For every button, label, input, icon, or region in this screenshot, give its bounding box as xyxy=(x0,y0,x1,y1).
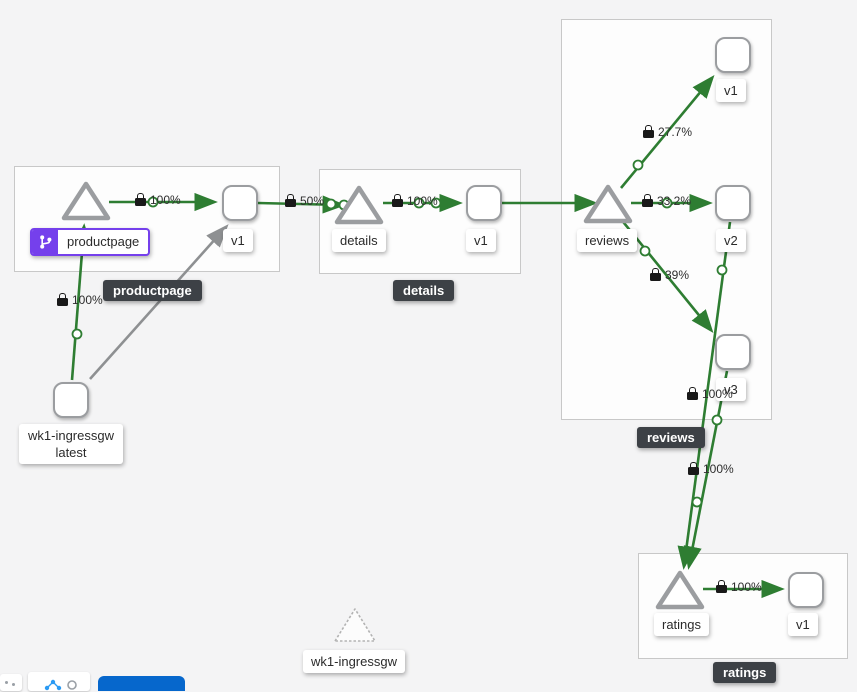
node-label-details[interactable]: details xyxy=(332,229,386,252)
traffic-point-circles xyxy=(71,159,728,508)
group-badge-productpage[interactable]: productpage xyxy=(103,280,202,301)
service-triangles xyxy=(61,181,705,642)
workload-version: latest xyxy=(55,445,87,460)
node-ingress-workload[interactable] xyxy=(53,382,89,418)
node-reviews-v3[interactable] xyxy=(715,334,751,370)
zoom-control-button[interactable] xyxy=(0,674,22,691)
group-badge-details[interactable]: details xyxy=(393,280,455,301)
graph-control-button[interactable] xyxy=(28,672,90,691)
edge-label: 100% xyxy=(57,293,103,307)
node-label-details-v1[interactable]: v1 xyxy=(466,229,496,252)
group-badge-reviews[interactable]: reviews xyxy=(637,427,705,448)
node-label-reviews-v1[interactable]: v1 xyxy=(716,79,746,102)
edge-label: 27.7% xyxy=(643,125,692,139)
lock-icon xyxy=(642,194,653,207)
edge-ingress-to-productpage-v1[interactable] xyxy=(89,224,229,380)
circle-icon xyxy=(67,680,77,690)
node-label-reviews-v2[interactable]: v2 xyxy=(716,229,746,252)
node-details-v1[interactable] xyxy=(466,185,502,221)
virtual-service-icon xyxy=(32,230,58,254)
node-label-ratings[interactable]: ratings xyxy=(654,613,710,636)
edge-label: 100% xyxy=(716,580,762,594)
lock-icon xyxy=(135,193,146,206)
lock-icon xyxy=(716,580,727,593)
node-label-idle-ingress[interactable]: wk1-ingressgw xyxy=(303,650,405,673)
edge-label: 50% xyxy=(285,194,324,208)
node-label-productpage-v1[interactable]: v1 xyxy=(223,229,253,252)
node-label-reviews[interactable]: reviews xyxy=(577,229,638,252)
lock-icon xyxy=(643,125,654,138)
edge-reviews-v3-to-ratings[interactable] xyxy=(683,370,729,570)
group-badge-ratings[interactable]: ratings xyxy=(713,662,777,683)
node-label-text: productpage xyxy=(67,234,140,249)
node-label-reviews-v3[interactable]: v3 xyxy=(716,378,746,401)
lock-icon xyxy=(285,194,296,207)
node-productpage-v1[interactable] xyxy=(222,185,258,221)
node-ratings-v1[interactable] xyxy=(788,572,824,608)
edge-label: 100% xyxy=(687,387,733,401)
lock-icon xyxy=(392,194,403,207)
graph-icon xyxy=(44,679,62,691)
lock-icon xyxy=(57,293,68,306)
lock-icon xyxy=(650,268,661,281)
node-details-service[interactable] xyxy=(334,185,384,225)
node-label-productpage[interactable]: productpage xyxy=(30,228,151,256)
lock-icon xyxy=(687,387,698,400)
node-reviews-v2[interactable] xyxy=(715,185,751,221)
lock-icon xyxy=(688,462,699,475)
edge-label: 39% xyxy=(650,268,689,282)
edge-label: 100% xyxy=(135,193,181,207)
node-label-ingress-workload[interactable]: wk1-ingressgw latest xyxy=(19,424,123,464)
node-label-ratings-v1[interactable]: v1 xyxy=(788,613,818,636)
edge-label: 33.2% xyxy=(642,194,691,208)
node-ratings-service[interactable] xyxy=(655,570,705,610)
node-reviews-service[interactable] xyxy=(583,184,633,224)
node-idle-ingress-service[interactable] xyxy=(334,608,376,642)
node-reviews-v1[interactable] xyxy=(715,37,751,73)
edge-label: 100% xyxy=(392,194,438,208)
edge-label: 100% xyxy=(688,462,734,476)
node-productpage-service[interactable] xyxy=(61,181,111,221)
edge-reviews-v2-to-ratings[interactable] xyxy=(677,221,732,570)
workload-name: wk1-ingressgw xyxy=(28,428,114,443)
legend-button[interactable] xyxy=(98,676,185,691)
